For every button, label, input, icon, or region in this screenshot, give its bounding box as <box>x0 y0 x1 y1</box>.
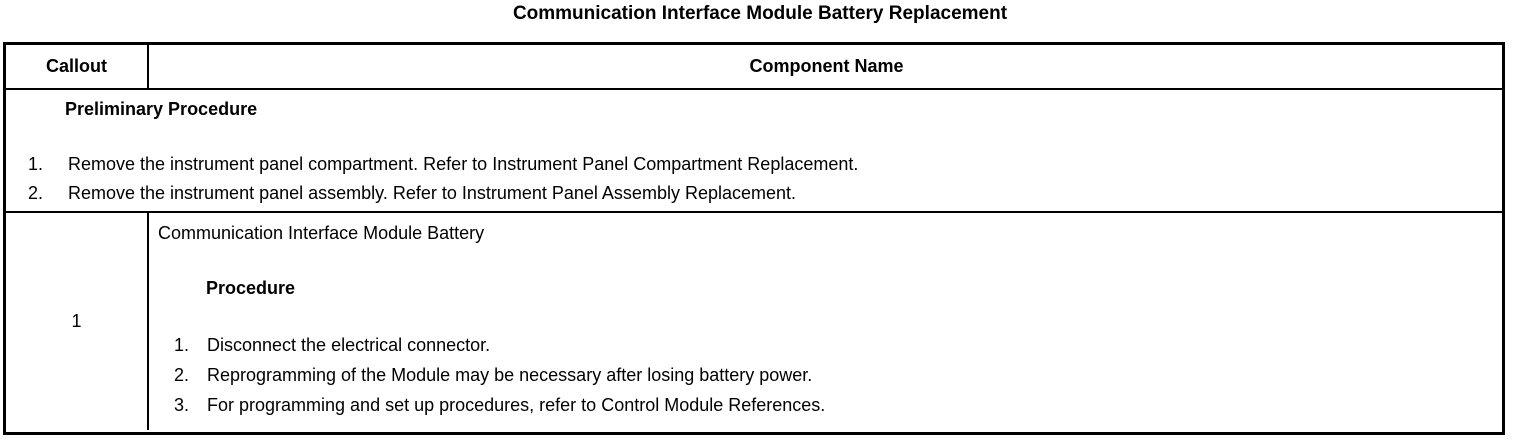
list-item: 1. Disconnect the electrical connector. <box>151 330 1502 360</box>
page-title: Communication Interface Module Battery R… <box>512 3 1008 24</box>
table-header-row: Callout Component Name <box>6 45 1502 90</box>
list-item-number: 3. <box>174 395 190 415</box>
procedure-list: 1. Disconnect the electrical connector. … <box>151 330 1502 420</box>
list-item-number: 1. <box>28 154 44 174</box>
list-item: 3. For programming and set up procedures… <box>151 390 1502 420</box>
list-item-number: 2. <box>174 365 190 385</box>
callout-number: 1 <box>6 213 149 430</box>
list-item-text: For programming and set up procedures, r… <box>207 395 826 415</box>
preliminary-procedure-row: Preliminary Procedure 1. Remove the inst… <box>6 90 1502 213</box>
list-item-text: Remove the instrument panel compartment.… <box>68 154 859 174</box>
procedure-heading: Procedure <box>206 278 296 298</box>
list-item-text: Reprogramming of the Module may be neces… <box>207 365 813 385</box>
list-item-number: 2. <box>28 183 44 203</box>
table-row: 1 Communication Interface Module Battery… <box>6 213 1502 430</box>
list-item: 2. Remove the instrument panel assembly.… <box>6 179 1502 208</box>
list-item: 1. Remove the instrument panel compartme… <box>6 150 1502 179</box>
preliminary-procedure-list: 1. Remove the instrument panel compartme… <box>6 150 1502 208</box>
column-header-callout: Callout <box>6 45 149 88</box>
procedure-table: Callout Component Name Preliminary Proce… <box>3 42 1505 435</box>
list-item-text: Remove the instrument panel assembly. Re… <box>68 183 797 203</box>
list-item-number: 1. <box>174 335 190 355</box>
column-header-component-name: Component Name <box>749 56 904 76</box>
component-name-text: Communication Interface Module Battery <box>158 223 485 243</box>
component-cell: Communication Interface Module Battery P… <box>151 213 1502 430</box>
list-item: 2. Reprogramming of the Module may be ne… <box>151 360 1502 390</box>
list-item-text: Disconnect the electrical connector. <box>207 335 491 355</box>
preliminary-procedure-heading: Preliminary Procedure <box>65 99 258 119</box>
